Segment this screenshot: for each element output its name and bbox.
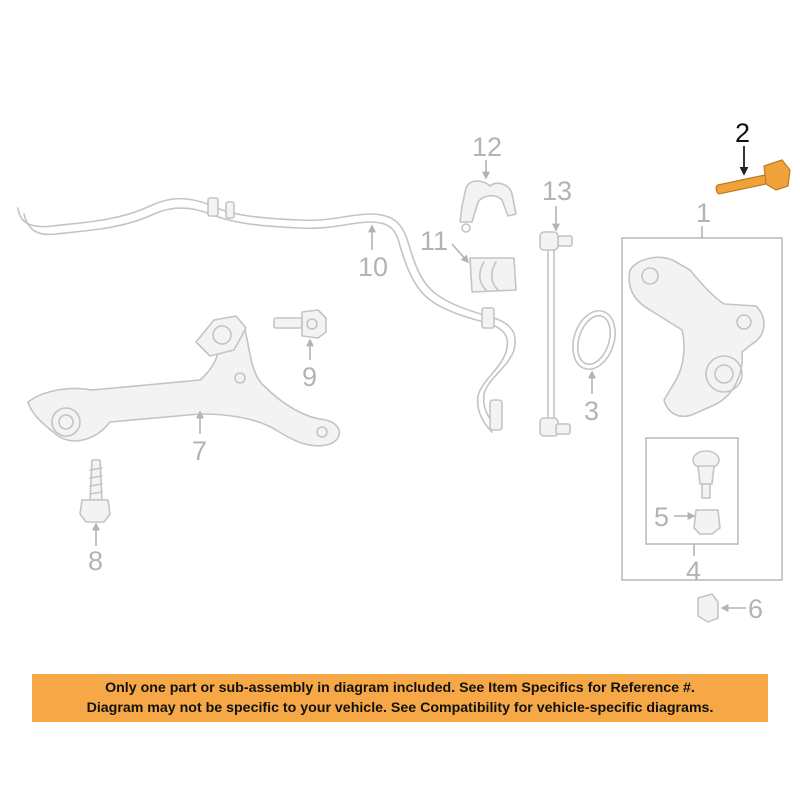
callout-1: 1	[696, 198, 711, 228]
disclaimer-line-2: Diagram may not be specific to your vehi…	[86, 700, 714, 716]
callout-6: 6	[748, 594, 763, 624]
callout-11: 11	[420, 226, 448, 256]
bracket	[459, 180, 517, 233]
callout-7: 7	[192, 436, 207, 466]
bushing	[469, 257, 517, 293]
callout-13: 13	[542, 176, 572, 206]
ball-joint-assembly-box	[645, 437, 739, 545]
callout-3: 3	[584, 396, 599, 426]
nut-6	[697, 593, 719, 623]
bolt-9	[273, 309, 327, 339]
stabilizer-bar	[17, 197, 516, 433]
callout-2: 2	[735, 118, 750, 148]
callout-12: 12	[472, 132, 502, 162]
stabilizer-link	[539, 231, 573, 437]
callout-9: 9	[302, 362, 317, 392]
callout-5: 5	[654, 502, 669, 532]
steering-knuckle	[628, 256, 765, 418]
callout-4: 4	[686, 556, 701, 586]
bolt-2-highlighted	[715, 159, 791, 195]
lower-control-arm	[27, 315, 341, 447]
seal-ring	[572, 310, 616, 370]
callout-10: 10	[358, 252, 388, 282]
leader-lines	[92, 146, 749, 612]
callout-8: 8	[88, 546, 103, 576]
ball-joint	[692, 450, 721, 535]
disclaimer-line-1: Only one part or sub-assembly in diagram…	[105, 680, 695, 696]
bolt-8	[79, 459, 111, 523]
disclaimer-banner: Only one part or sub-assembly in diagram…	[32, 674, 768, 722]
